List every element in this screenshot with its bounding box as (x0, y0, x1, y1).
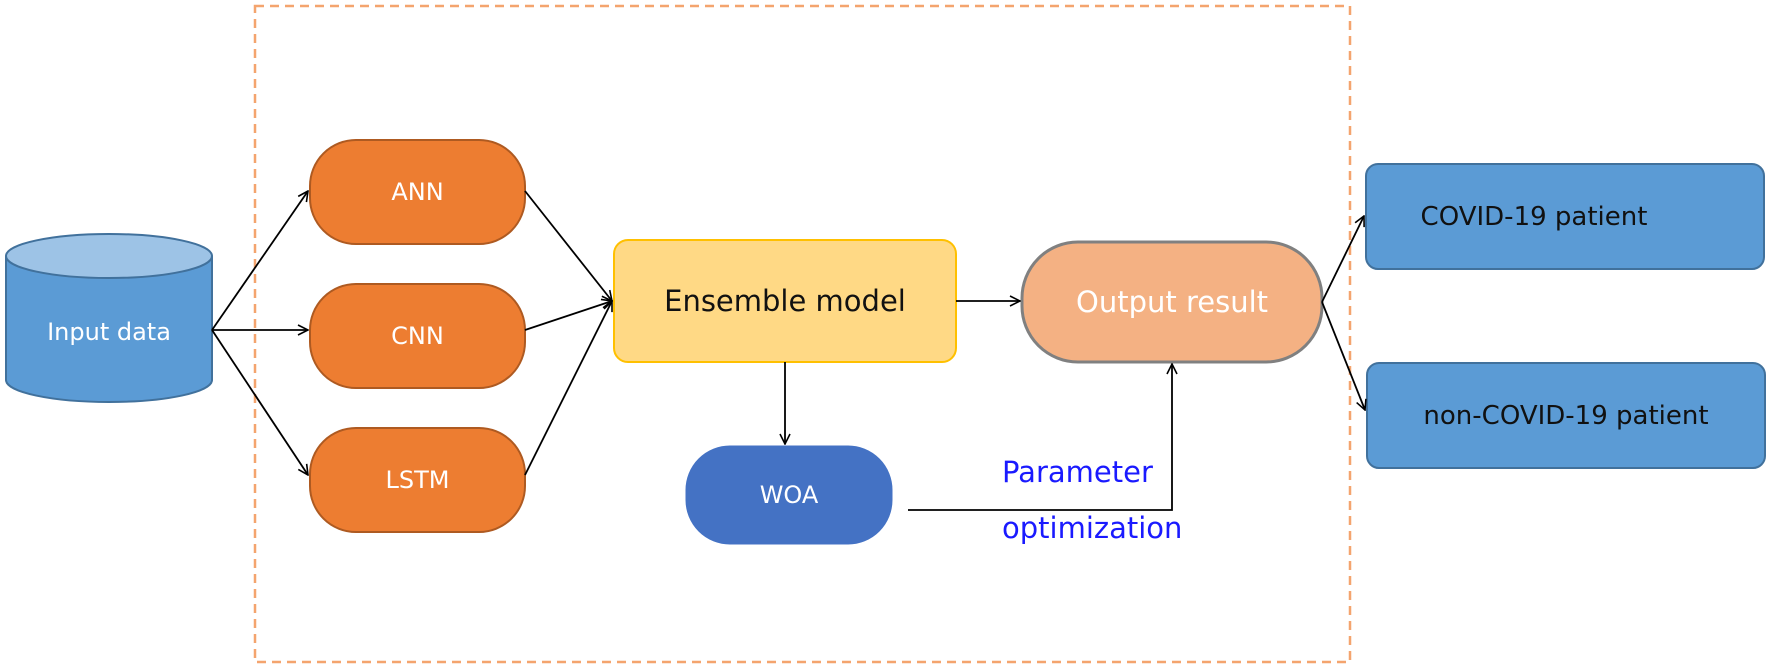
arrow-input-to-lstm (211, 329, 308, 475)
output-result-label: Output result (1076, 285, 1268, 319)
dashed-frame (253, 4, 1352, 664)
ann-label: ANN (391, 178, 444, 206)
optimization-label: optimization (1002, 511, 1183, 545)
cnn-node (309, 283, 526, 389)
covid-patient-label: COVID-19 patient (1420, 201, 1648, 232)
parameter-label: Parameter (1002, 455, 1153, 489)
lstm-label: LSTM (385, 466, 450, 494)
arrow-cnn-to-ensemble (524, 301, 612, 331)
arrow-input-to-ann (211, 191, 308, 331)
non-covid-patient-label: non-COVID-19 patient (1423, 400, 1709, 431)
arrow-lstm-to-ensemble (524, 301, 613, 476)
arrow-woa-to-output (908, 364, 1172, 511)
woa-label: WOA (759, 481, 819, 509)
arrow-output-to-covid (1321, 216, 1364, 303)
cnn-label: CNN (391, 322, 444, 350)
input-data-cylinder (5, 233, 213, 403)
arrow-ann-to-ensemble (524, 190, 612, 301)
non-covid-patient-node (1366, 362, 1766, 469)
input-data-label: Input data (47, 318, 171, 346)
covid-patient-node (1365, 163, 1765, 270)
ensemble-model-label: Ensemble model (664, 284, 906, 318)
lstm-node (309, 427, 526, 533)
woa-node (685, 445, 893, 545)
arrow-output-to-noncovid (1321, 301, 1365, 410)
